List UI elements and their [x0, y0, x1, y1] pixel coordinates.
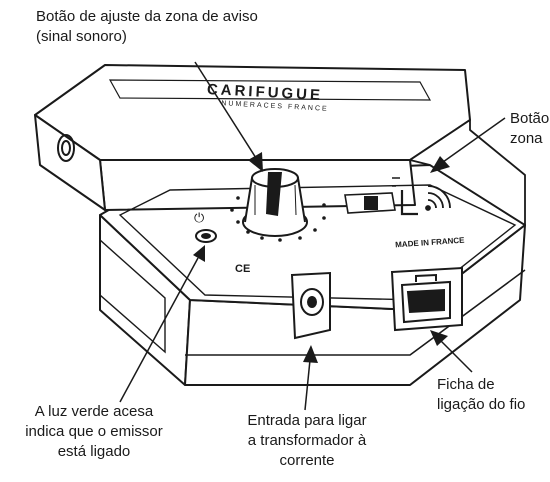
power-input-socket	[290, 271, 331, 340]
label-adjust-zone-line1: Botão de ajuste da zona de aviso	[36, 8, 258, 25]
control-panel-outline	[118, 184, 517, 301]
callout-arrow-zone	[430, 156, 450, 173]
label-green-light-line2: indica que o emissor	[25, 423, 163, 440]
power-led: ⏻	[194, 211, 217, 243]
callout-arrow-adjust	[248, 152, 263, 172]
label-adjust-zone: Botão de ajuste da zona de aviso (sinal …	[36, 7, 258, 47]
callout-line-zone	[442, 117, 506, 163]
label-wire-plug-line1: Ficha de	[437, 376, 495, 393]
zone-switch[interactable]	[344, 177, 418, 216]
label-adjust-zone-line2: (sinal sonoro)	[36, 28, 127, 45]
callout-arrow-led	[193, 245, 205, 262]
label-wire-plug: Ficha de ligação do fio	[437, 375, 525, 415]
label-wire-plug-line2: ligação do fio	[437, 396, 526, 413]
callout-line-power	[304, 359, 311, 411]
side-label	[99, 238, 166, 354]
callout-line-led	[119, 257, 199, 403]
label-zone-button-line1: Botão	[510, 110, 550, 127]
label-power-input-line3: corrente	[279, 452, 335, 469]
label-green-light-line1: A luz verde acesa	[34, 403, 154, 420]
power-symbol-icon: ⏻	[194, 211, 204, 226]
callout-arrow-power	[303, 345, 318, 363]
side-jack	[57, 134, 75, 162]
callout-lines	[119, 61, 506, 411]
label-zone-button: Botão zona	[510, 109, 549, 149]
wire-plug-port	[390, 266, 463, 332]
ce-mark: CE	[235, 263, 250, 275]
wireless-signal-icon	[425, 185, 451, 211]
label-power-input-line1: Entrada para ligar	[247, 412, 367, 429]
callout-arrow-plug	[430, 330, 448, 346]
label-zone-button-line2: zona	[510, 130, 543, 147]
callout-line-adjust	[194, 61, 257, 159]
label-green-light-line3: está ligado	[57, 443, 131, 460]
label-power-input-line2: a transformador à	[247, 432, 367, 449]
callout-line-plug	[439, 339, 473, 373]
knob-dial-dots	[230, 196, 326, 242]
brand-text: CARIFUGUE	[207, 81, 324, 104]
adjustment-knob[interactable]	[230, 168, 326, 242]
label-green-light: A luz verde acesa indica que o emissor e…	[4, 402, 184, 462]
label-power-input: Entrada para ligar a transformador à cor…	[222, 411, 392, 471]
